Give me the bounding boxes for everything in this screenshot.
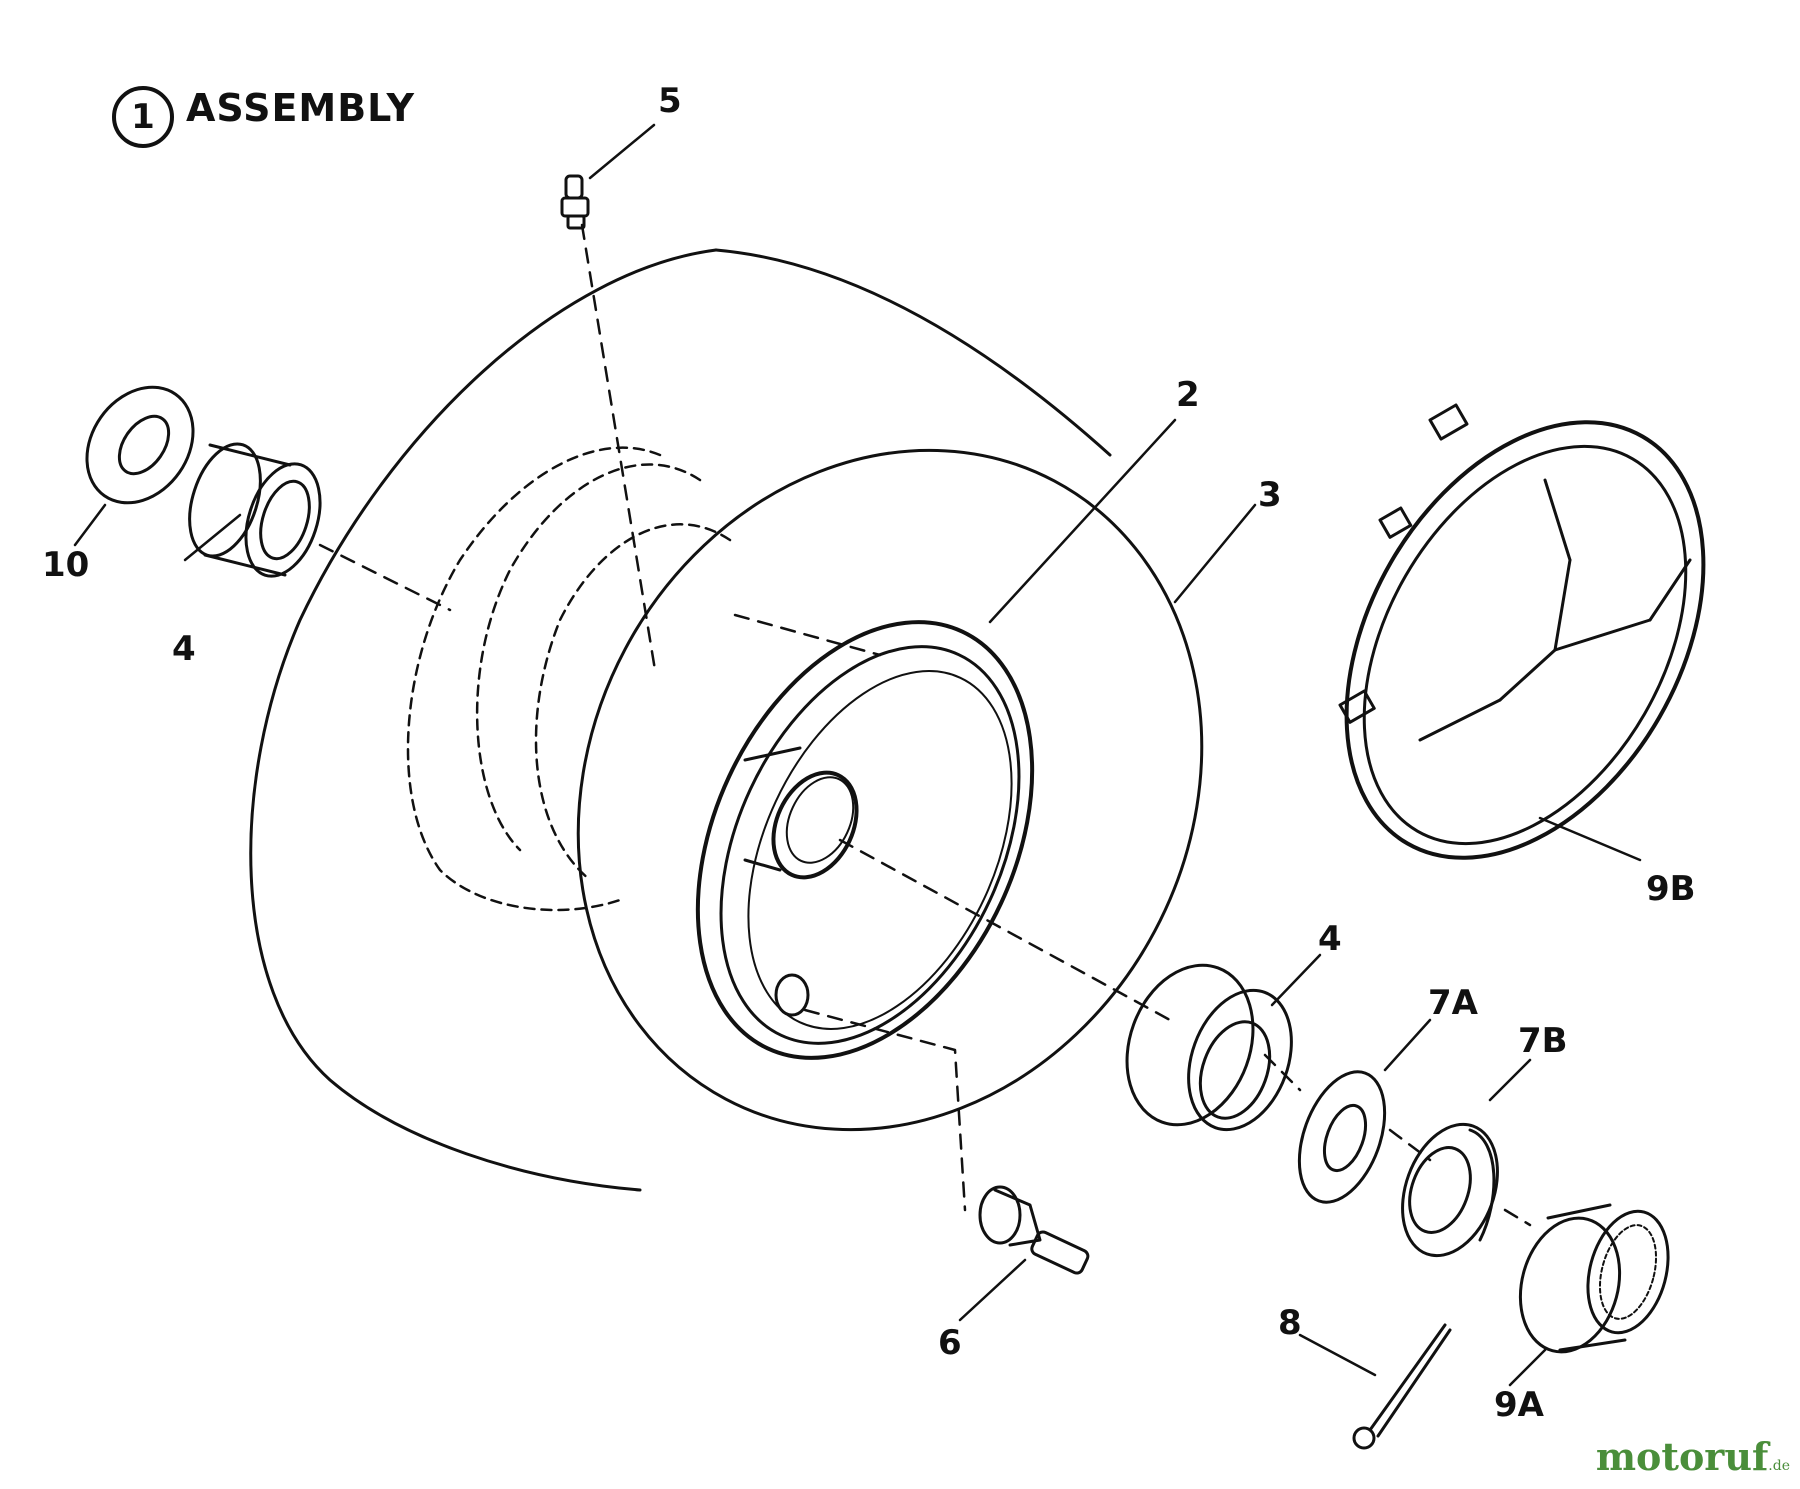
leader-lines (73, 123, 1642, 1387)
callout-4-left: 4 (172, 629, 196, 669)
callout-9b: 9B (1646, 869, 1696, 909)
grease-fitting-part-5 (560, 174, 590, 230)
washer-part-10 (85, 385, 195, 505)
hub-cap-part-9a (1518, 1203, 1670, 1354)
assembly-number-badge: 1 (112, 86, 174, 148)
callout-2: 2 (1176, 375, 1200, 415)
watermark-logo: motoruf.de (1596, 1434, 1790, 1479)
cotter-pin-part-8 (1352, 1323, 1452, 1450)
washer-part-7a (1297, 1070, 1387, 1204)
hidden-rim-outline (406, 446, 732, 912)
wheel-cover-part-9b (1338, 403, 1706, 860)
assembly-title: ASSEMBLY (186, 86, 415, 130)
valve-stem-part-6 (978, 1185, 1090, 1275)
callout-6: 6 (938, 1323, 962, 1363)
bushing-part-4-right (1125, 963, 1293, 1132)
bushing-part-4-left (188, 442, 322, 578)
watermark-tld: .de (1768, 1458, 1790, 1474)
wheel-rim-part-2 (695, 620, 1035, 1060)
callout-5: 5 (658, 81, 682, 121)
locknut-part-7b (1401, 1122, 1499, 1258)
callout-8: 8 (1278, 1303, 1302, 1343)
watermark-brand: motoruf (1595, 1434, 1769, 1479)
callout-7b: 7B (1518, 1021, 1568, 1061)
tire-part-3 (249, 248, 1204, 1192)
callout-4-right: 4 (1318, 919, 1342, 959)
callout-10: 10 (42, 545, 90, 585)
callout-9a: 9A (1494, 1385, 1544, 1425)
callout-7a: 7A (1428, 983, 1478, 1023)
callout-3: 3 (1258, 475, 1282, 515)
